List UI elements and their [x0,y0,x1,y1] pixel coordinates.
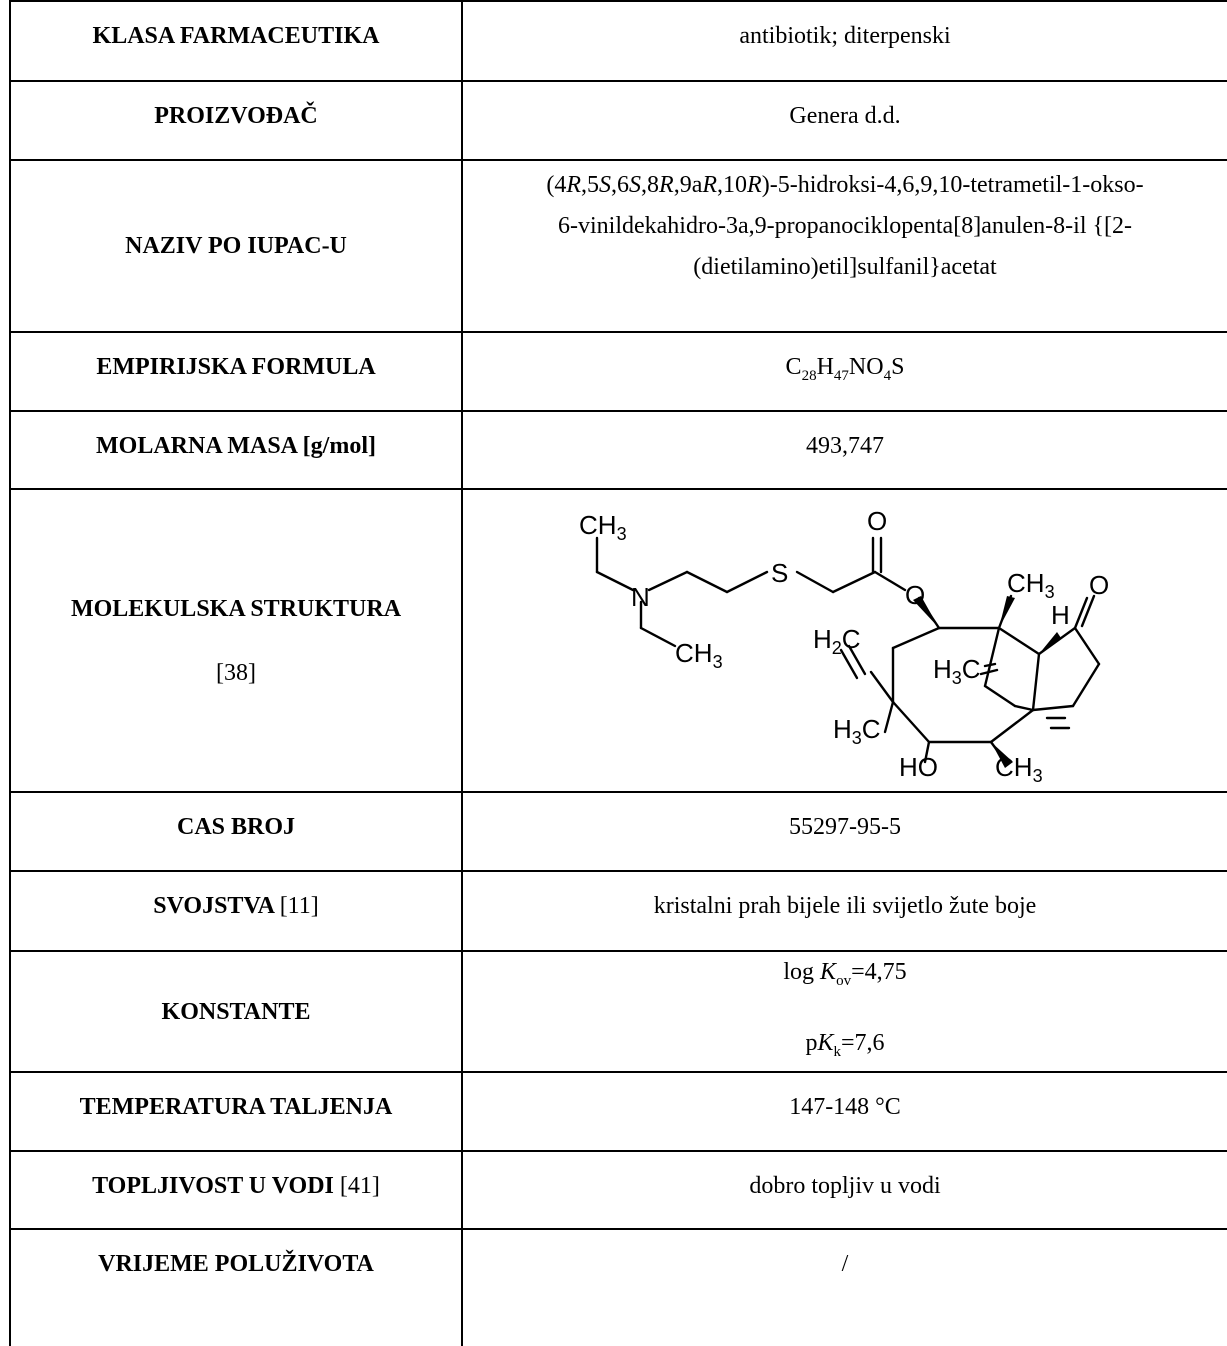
svg-text:H2C: H2C [813,624,861,658]
svg-text:O: O [905,580,925,610]
table-row: KLASA FARMACEUTIKA antibiotik; diterpens… [9,0,1227,82]
table-row: VRIJEME POLUŽIVOTA / [9,1228,1227,1346]
svg-text:CH3: CH3 [579,510,627,544]
row-value-half-life: / [461,1228,1227,1346]
row-value-molar-mass: 493,747 [461,410,1227,490]
constant-log-kov: log Kov=4,75 [783,959,907,989]
row-label-manufacturer: PROIZVOĐAČ [9,80,463,161]
row-label-empirical-formula: EMPIRIJSKA FORMULA [9,331,463,412]
svg-text:CH3: CH3 [995,752,1043,786]
row-value-molecular-structure: CH3 N CH3 S O O CH3 H O H2C H3C H3C HO C… [461,488,1227,793]
iupac-line-3: (dietilamino)etil]sulfanil}acetat [693,254,997,280]
row-value-iupac: (4R,5S,6S,8R,9aR,10R)-5-hidroksi-4,6,9,1… [461,159,1227,333]
row-label-iupac: NAZIV PO IUPAC-U [9,159,463,333]
row-value-melting-temperature: 147-148 °C [461,1071,1227,1152]
table-row: NAZIV PO IUPAC-U (4R,5S,6S,8R,9aR,10R)-5… [9,159,1227,333]
row-label-cas-number: CAS BROJ [9,791,463,872]
row-label-half-life: VRIJEME POLUŽIVOTA [9,1228,463,1346]
svg-text:HO: HO [899,752,938,782]
table-row: CAS BROJ 55297-95-5 [9,791,1227,872]
svg-text:S: S [771,558,788,588]
table-row: MOLARNA MASA [g/mol] 493,747 [9,410,1227,490]
row-label-pharma-class: KLASA FARMACEUTIKA [9,0,463,82]
row-value-manufacturer: Genera d.d. [461,80,1227,161]
row-label-molar-mass: MOLARNA MASA [g/mol] [9,410,463,490]
svg-text:O: O [867,506,887,536]
table-row: KONSTANTE log Kov=4,75 pKk=7,6 [9,950,1227,1073]
svg-text:CH3: CH3 [675,638,723,672]
iupac-line-1: (4R,5S,6S,8R,9aR,10R)-5-hidroksi-4,6,9,1… [546,172,1144,198]
row-label-molecular-structure: MOLEKULSKA STRUKTURA [38] [9,488,463,793]
svg-text:O: O [1089,570,1109,600]
table-row: SVOJSTVA [11] kristalni prah bijele ili … [9,870,1227,952]
svg-text:CH3: CH3 [1007,568,1055,602]
table-row: PROIZVOĐAČ Genera d.d. [9,80,1227,161]
properties-table: KLASA FARMACEUTIKA antibiotik; diterpens… [9,0,1227,1346]
row-value-pharma-class: antibiotik; diterpenski [461,0,1227,82]
row-label-constants: KONSTANTE [9,950,463,1073]
table-row: TEMPERATURA TALJENJA 147-148 °C [9,1071,1227,1152]
row-label-water-solubility: TOPLJIVOST U VODI [41] [9,1150,463,1230]
table-row: EMPIRIJSKA FORMULA C28H47NO4S [9,331,1227,412]
svg-text:H3C: H3C [833,714,881,748]
constant-pkk: pKk=7,6 [805,1029,885,1060]
row-value-cas-number: 55297-95-5 [461,791,1227,872]
svg-text:H3C: H3C [933,654,981,688]
row-label-melting-temperature: TEMPERATURA TALJENJA [9,1071,463,1152]
row-value-empirical-formula: C28H47NO4S [461,331,1227,412]
row-value-properties: kristalni prah bijele ili svijetlo žute … [461,870,1227,952]
svg-text:H: H [1051,600,1070,630]
row-label-properties: SVOJSTVA [11] [9,870,463,952]
table-row: TOPLJIVOST U VODI [41] dobro topljiv u v… [9,1150,1227,1230]
row-value-constants: log Kov=4,75 pKk=7,6 [461,950,1227,1073]
molecule-structure-image: CH3 N CH3 S O O CH3 H O H2C H3C H3C HO C… [579,506,1109,786]
svg-text:N: N [631,582,650,612]
row-value-water-solubility: dobro topljiv u vodi [461,1150,1227,1230]
iupac-line-2: 6-vinildekahidro-3a,9-propanociklopenta[… [558,213,1132,239]
table-row: MOLEKULSKA STRUKTURA [38] [9,488,1227,793]
